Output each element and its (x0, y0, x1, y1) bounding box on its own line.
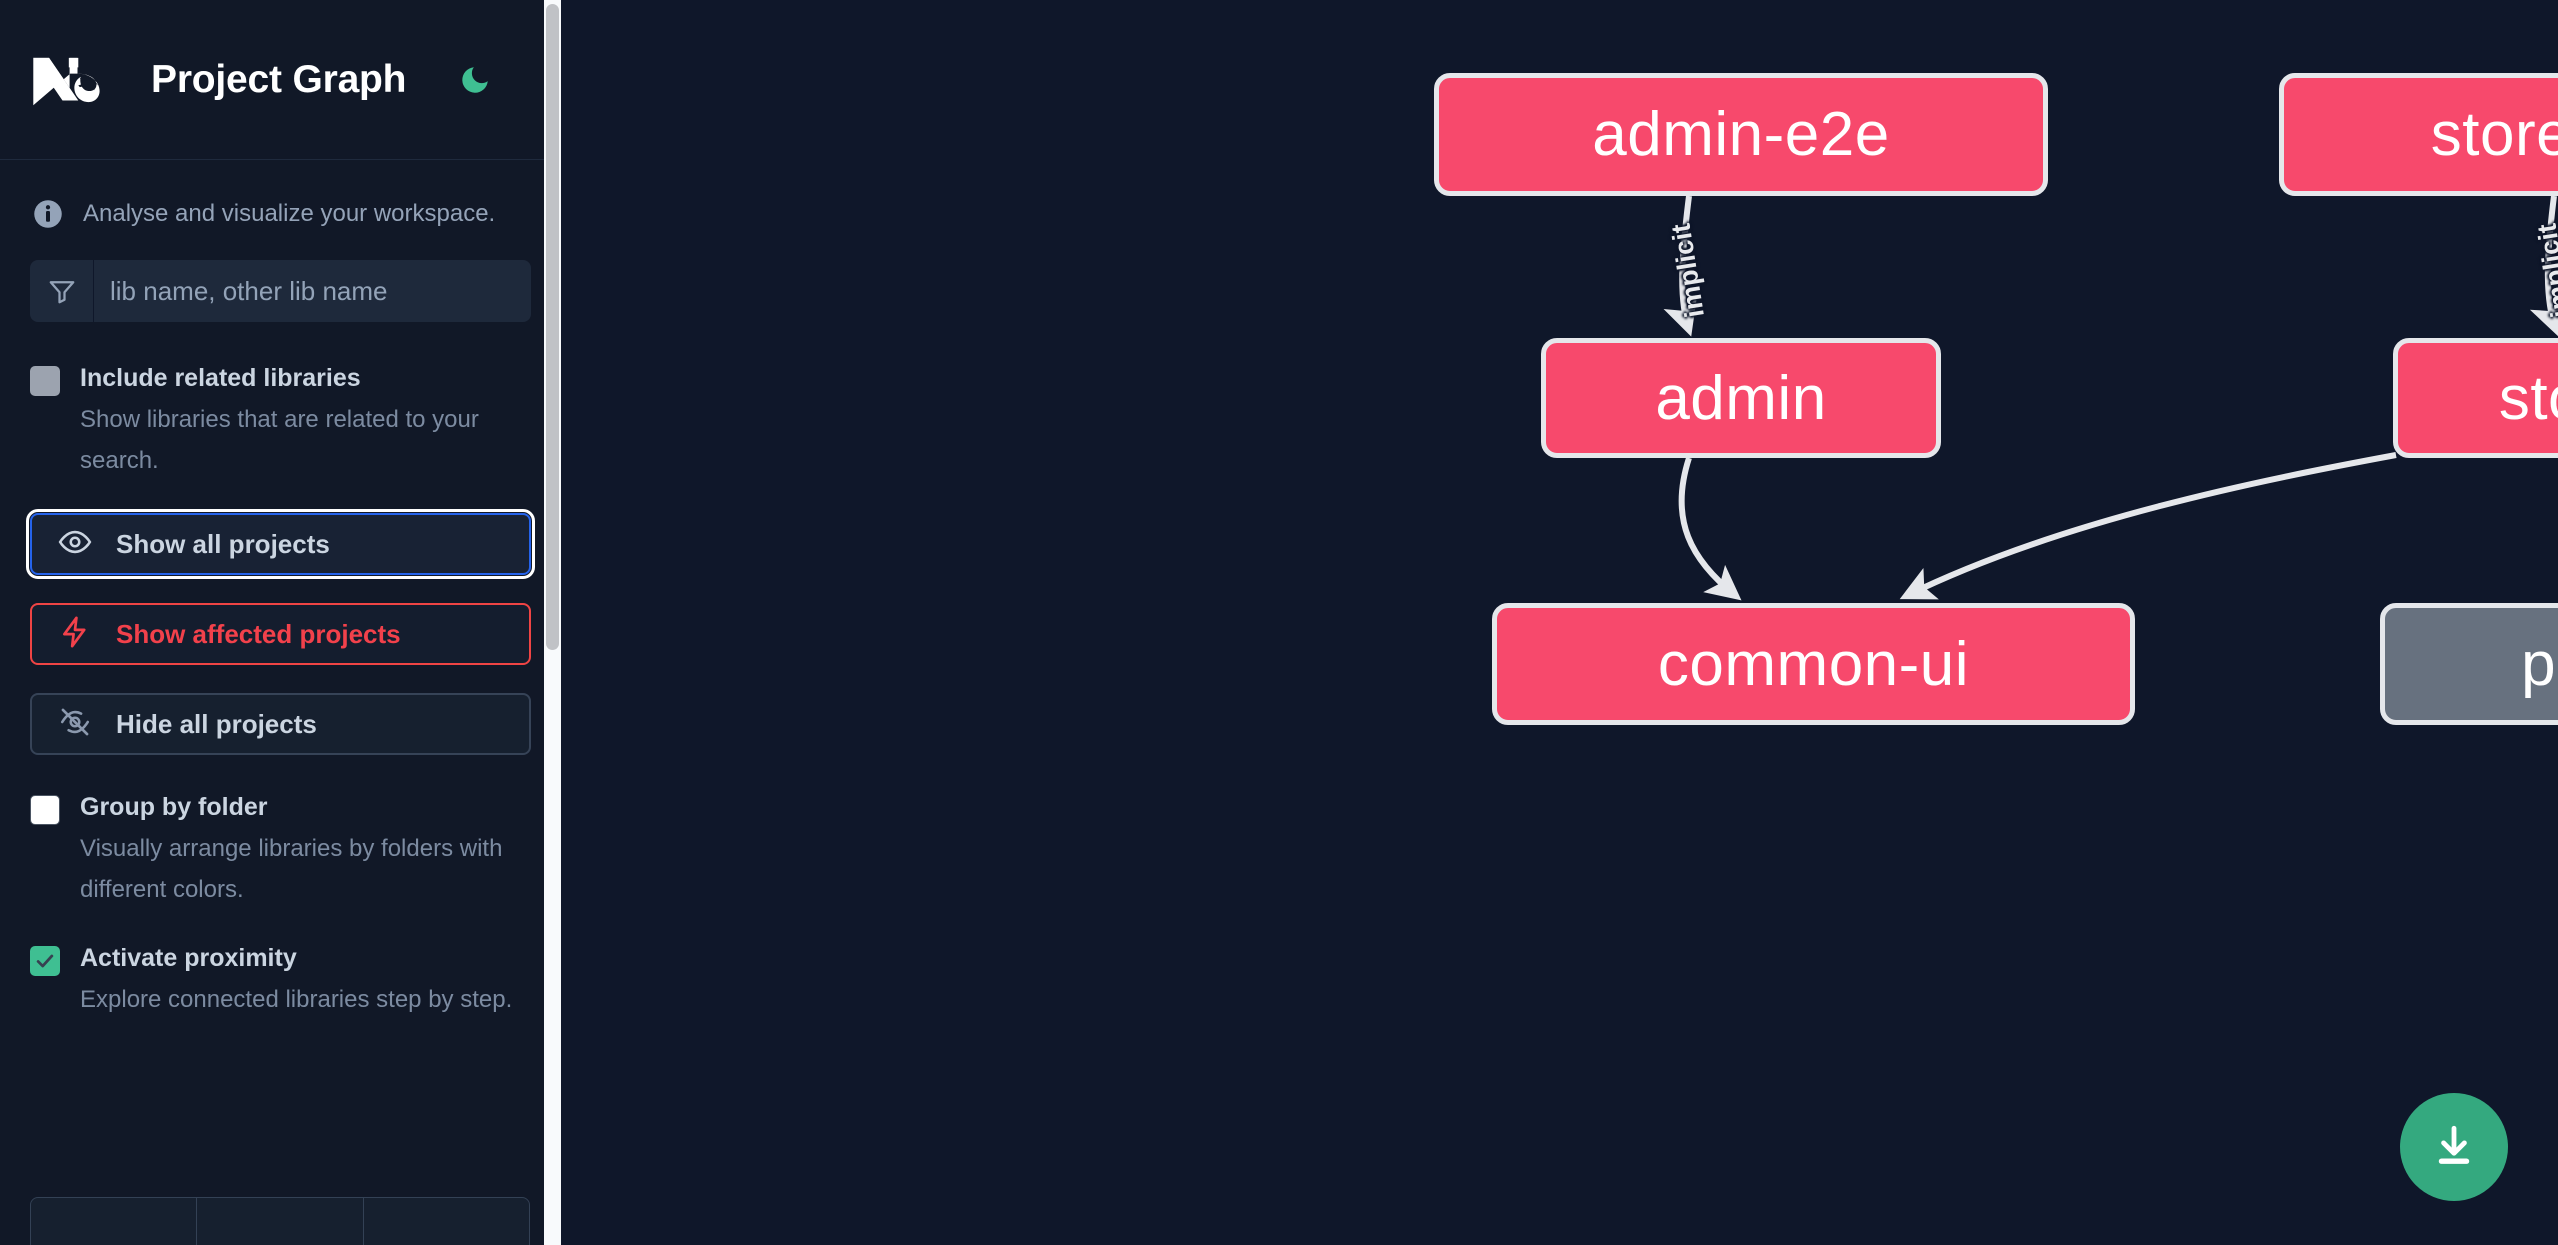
graph-node-store-e2e[interactable]: store-e2e (2279, 73, 2558, 196)
node-label: admin (1655, 363, 1827, 433)
node-label: common-ui (1657, 629, 1970, 699)
edge-admin-to-common-ui (1678, 457, 1742, 601)
info-icon (33, 199, 63, 229)
moon-icon[interactable] (454, 59, 496, 101)
sidebar-scrollbar[interactable] (544, 0, 561, 1245)
option-description: Show libraries that are related to your … (80, 406, 479, 474)
checkbox-include-related-libraries[interactable] (30, 366, 60, 396)
graph-node-store[interactable]: store (2393, 338, 2558, 458)
option-label: Include related libraries (80, 364, 361, 392)
layout-segmented-control[interactable] (30, 1197, 530, 1245)
lightning-icon (58, 615, 92, 654)
option-label: Group by folder (80, 793, 268, 821)
node-label: admin-e2e (1592, 100, 1890, 169)
node-label: store (2498, 363, 2558, 433)
search-box[interactable] (30, 260, 531, 322)
edge-admin-e2e-to-admin (1663, 195, 1697, 337)
tagline-text: Analyse and visualize your workspace. (83, 200, 496, 227)
sidebar: Project Graph Analyse and visualize your… (0, 0, 561, 1245)
download-icon (2429, 1121, 2479, 1174)
edge-store-to-common-ui (1899, 452, 2397, 600)
graph-node-products[interactable]: products (2380, 603, 2558, 725)
option-activate-proximity[interactable]: Activate proximity Explore connected lib… (30, 942, 531, 1020)
checkbox-group-by-folder[interactable] (30, 795, 60, 825)
segment-2[interactable] (197, 1198, 364, 1245)
download-button[interactable] (2400, 1093, 2508, 1201)
node-label: products (2521, 629, 2558, 699)
sidebar-header: Project Graph (0, 0, 561, 160)
option-label: Activate proximity (80, 944, 297, 972)
sidebar-scrollbar-thumb[interactable] (546, 4, 559, 650)
page-title: Project Graph (151, 57, 407, 101)
option-group-by-folder[interactable]: Group by folder Visually arrange librari… (30, 791, 531, 910)
graph-node-admin-e2e[interactable]: admin-e2e (1434, 73, 2048, 196)
hide-all-projects-button[interactable]: Hide all projects (30, 693, 531, 755)
show-affected-projects-label: Show affected projects (116, 618, 401, 649)
segment-1[interactable] (31, 1198, 198, 1245)
node-label: store-e2e (2430, 100, 2558, 169)
graph-node-common-ui[interactable]: common-ui (1492, 603, 2135, 725)
project-visibility-buttons: Show all projects Show affected projects (26, 509, 535, 755)
tagline: Analyse and visualize your workspace. (0, 160, 561, 238)
filter-icon (30, 260, 94, 322)
search-input[interactable] (94, 260, 531, 322)
option-description: Explore connected libraries step by step… (80, 986, 513, 1013)
option-include-related-libraries[interactable]: Include related libraries Show libraries… (30, 362, 531, 481)
nx-logo-icon (30, 50, 125, 110)
graph-node-admin[interactable]: admin (1541, 338, 1941, 458)
option-description: Visually arrange libraries by folders wi… (80, 835, 503, 903)
graph-edges (1663, 195, 2558, 601)
segment-3[interactable] (364, 1198, 529, 1245)
edge-store-e2e-to-store (2529, 195, 2558, 337)
show-all-projects-button[interactable]: Show all projects (26, 509, 535, 579)
eye-off-icon (58, 705, 92, 744)
show-affected-projects-button[interactable]: Show affected projects (30, 603, 531, 665)
sidebar-body: Include related libraries Show libraries… (0, 238, 561, 1020)
checkbox-activate-proximity[interactable] (30, 946, 60, 976)
graph-canvas[interactable]: admin-e2e store-e2e admin store common-u… (561, 0, 2558, 1245)
show-all-projects-label: Show all projects (116, 528, 330, 559)
hide-all-projects-label: Hide all projects (116, 708, 317, 739)
eye-icon (58, 525, 92, 564)
